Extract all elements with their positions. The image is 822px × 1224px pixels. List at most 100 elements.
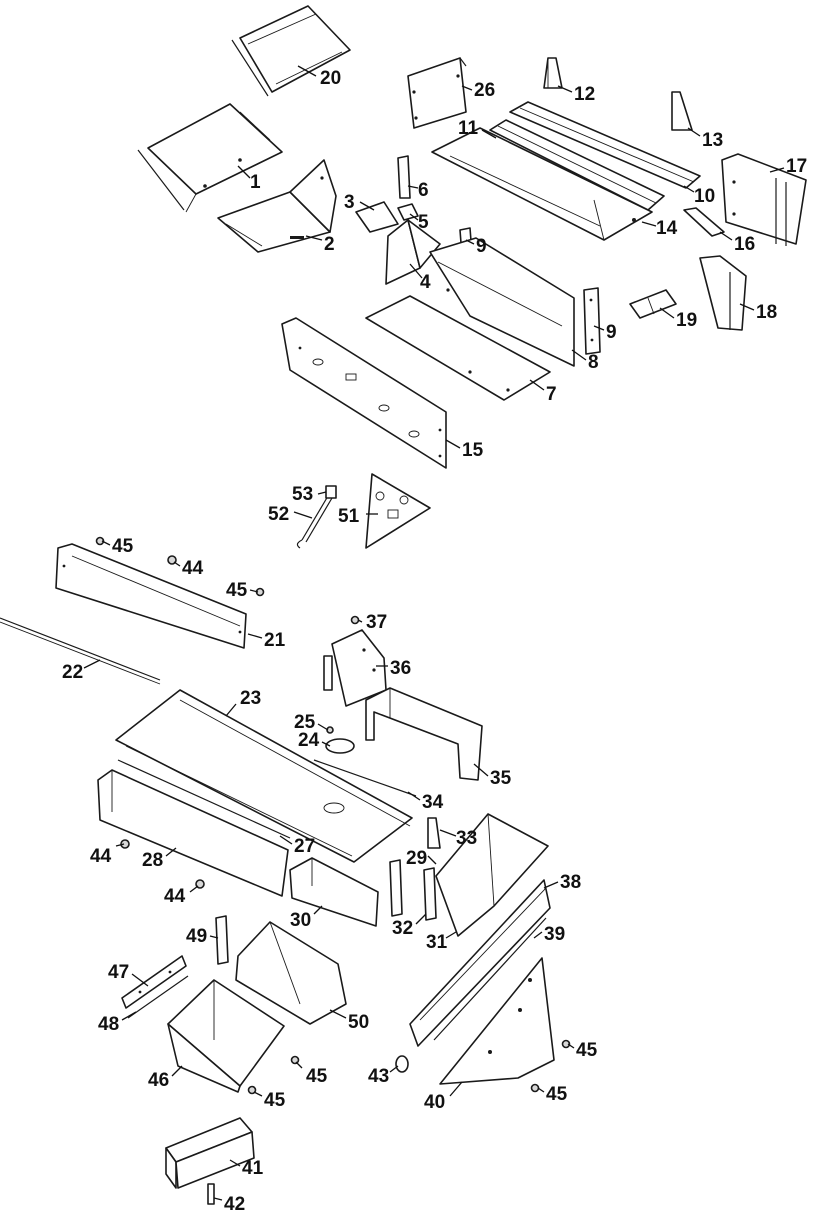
callout-1: 1: [250, 172, 261, 193]
part-7: [365, 295, 551, 401]
callout-45f: 45: [546, 1084, 568, 1105]
callout-28: 28: [142, 850, 163, 871]
part-3: [355, 201, 399, 233]
part-51: [365, 473, 431, 549]
fastener-45d: [247, 1085, 257, 1095]
part-34: [313, 759, 417, 797]
part-46: [167, 979, 285, 1093]
callout-52: 52: [268, 504, 289, 525]
part-42: [207, 1183, 215, 1205]
fastener-37: [350, 615, 360, 625]
callout-24: 24: [298, 730, 320, 751]
callout-23: 23: [240, 688, 261, 709]
part-23: [115, 689, 413, 863]
callout-32: 32: [392, 918, 413, 939]
part-30: [289, 857, 379, 927]
callout-4: 4: [420, 272, 431, 293]
part-8: [429, 237, 575, 367]
callout-41: 41: [242, 1158, 264, 1179]
callout-22: 22: [62, 662, 83, 683]
callout-33: 33: [456, 828, 477, 849]
callout-13: 13: [702, 130, 723, 151]
callout-44a: 44: [182, 558, 204, 579]
part-12: [543, 57, 563, 89]
part-24: [325, 738, 355, 754]
callout-49: 49: [186, 926, 207, 947]
part-39: [433, 917, 547, 1041]
part-36: [323, 629, 387, 707]
callout-25: 25: [294, 712, 316, 733]
callout-31: 31: [426, 932, 448, 953]
callout-39: 39: [544, 924, 565, 945]
callout-30: 30: [290, 910, 311, 931]
callout-15: 15: [462, 440, 484, 461]
part-33: [427, 817, 441, 849]
callout-17: 17: [786, 156, 807, 177]
callout-43: 43: [368, 1066, 389, 1087]
part-31: [435, 813, 549, 937]
part-35: [365, 687, 483, 781]
part-21: [55, 543, 247, 649]
fastener-44b: [120, 839, 130, 849]
callout-48: 48: [98, 1014, 119, 1035]
callout-45b: 45: [226, 580, 248, 601]
callout-45e: 45: [576, 1040, 598, 1061]
callout-51: 51: [338, 506, 360, 527]
part-20: [231, 5, 351, 97]
callout-27: 27: [294, 836, 315, 857]
part-49: [215, 915, 229, 965]
part-28: [97, 769, 289, 897]
part-22: [0, 617, 161, 685]
part-4: [385, 219, 441, 285]
callout-37: 37: [366, 612, 387, 633]
callout-53: 53: [292, 484, 313, 505]
callout-20: 20: [320, 68, 341, 89]
part-38: [409, 879, 551, 1047]
callout-9a: 9: [476, 236, 487, 257]
callout-3: 3: [344, 192, 355, 213]
callout-42: 42: [224, 1194, 245, 1215]
fastener-45f: [530, 1083, 540, 1093]
callout-46: 46: [148, 1070, 169, 1091]
part-17: [721, 153, 807, 246]
callout-19: 19: [676, 310, 697, 331]
part-13: [671, 91, 693, 131]
part-29: [389, 859, 403, 917]
part-27: [117, 759, 291, 839]
part-32: [423, 867, 437, 921]
callout-10: 10: [694, 186, 715, 207]
callout-2: 2: [324, 234, 335, 255]
part-48: [127, 975, 189, 1019]
callout-45c: 45: [306, 1066, 328, 1087]
callout-44c: 44: [164, 886, 186, 907]
callout-50: 50: [348, 1012, 369, 1033]
callout-6: 6: [418, 180, 429, 201]
part-50: [235, 921, 347, 1025]
callout-40: 40: [424, 1092, 445, 1113]
part-16: [683, 207, 725, 237]
part-41: [165, 1117, 255, 1189]
callout-36: 36: [390, 658, 411, 679]
callout-38: 38: [560, 872, 581, 893]
callout-labels: 20 1 2 26 12 13 11 10 17 14 16 6 3 5 9 4…: [62, 68, 807, 1215]
part-14: [431, 127, 653, 241]
part-18: [699, 255, 747, 331]
part-43: [395, 1055, 409, 1073]
part-9-lower: [583, 287, 601, 355]
part-10: [509, 101, 701, 189]
callout-21: 21: [264, 630, 286, 651]
callout-7: 7: [546, 384, 557, 405]
callout-14: 14: [656, 218, 678, 239]
part-6: [397, 155, 411, 199]
callout-8: 8: [588, 352, 599, 373]
part-47: [121, 955, 187, 1009]
part-52: [296, 495, 333, 549]
callout-5: 5: [418, 212, 429, 233]
callout-26: 26: [474, 80, 495, 101]
callout-44b: 44: [90, 846, 112, 867]
fastener-45c: [290, 1055, 300, 1065]
part-1: [137, 103, 283, 213]
callout-45d: 45: [264, 1090, 286, 1111]
